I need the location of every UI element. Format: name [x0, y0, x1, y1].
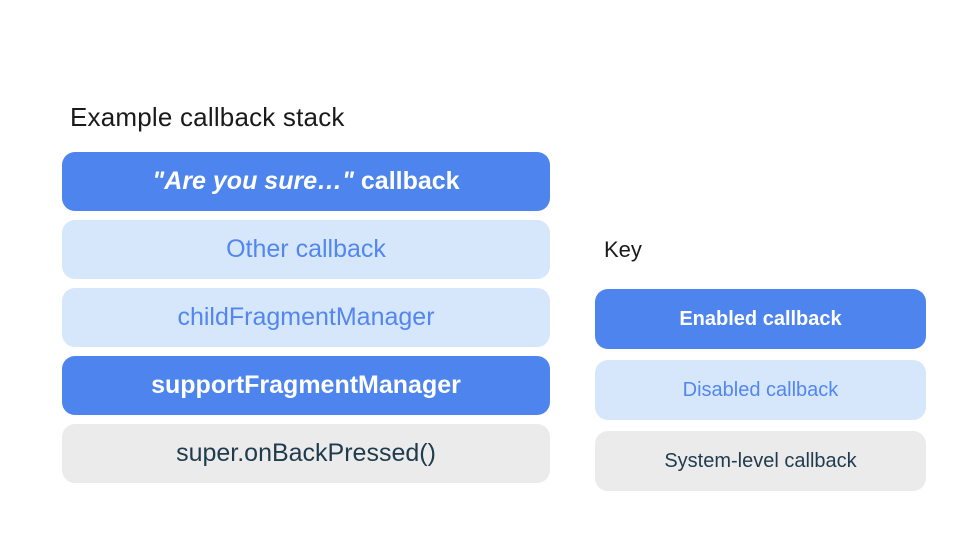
key-item-system-level-callback: System-level callback [595, 431, 926, 491]
stack-item-quoted-label: "Are you sure…" [152, 167, 354, 195]
key-title: Key [604, 237, 642, 262]
key-item-enabled-callback: Enabled callback [595, 289, 926, 349]
stack-item-child-fragment-manager: childFragmentManager [62, 288, 550, 347]
stack-item-super-on-back-pressed: super.onBackPressed() [62, 424, 550, 483]
key-item-disabled-callback: Disabled callback [595, 360, 926, 420]
stack-item-support-fragment-manager: supportFragmentManager [62, 356, 550, 415]
stack-item-label-rest: callback [353, 167, 460, 195]
stack-item-other-callback: Other callback [62, 220, 550, 279]
diagram-title: Example callback stack [70, 102, 345, 132]
stack-item-are-you-sure-callback: "Are you sure…" callback [62, 152, 550, 211]
